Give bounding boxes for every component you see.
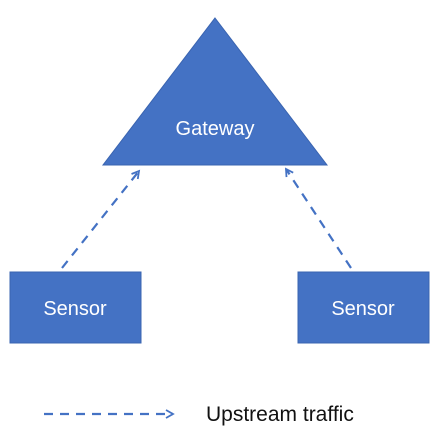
sensor-left-label: Sensor xyxy=(43,298,107,320)
sensor-left-box xyxy=(9,271,142,344)
edge-sensor-right-to-gateway xyxy=(285,167,352,269)
gateway-triangle xyxy=(101,17,329,166)
sensor-left-node: Sensor xyxy=(9,271,142,344)
sensor-right-label: Sensor xyxy=(331,298,395,320)
edge-sensor-left-to-gateway xyxy=(61,169,141,269)
sensor-right-node: Sensor xyxy=(297,271,430,344)
gateway-node: Gateway xyxy=(101,17,329,166)
legend: Upstream traffic xyxy=(44,403,354,426)
sensor-right-box xyxy=(297,271,430,344)
gateway-label: Gateway xyxy=(176,118,255,140)
legend-label: Upstream traffic xyxy=(206,403,354,426)
